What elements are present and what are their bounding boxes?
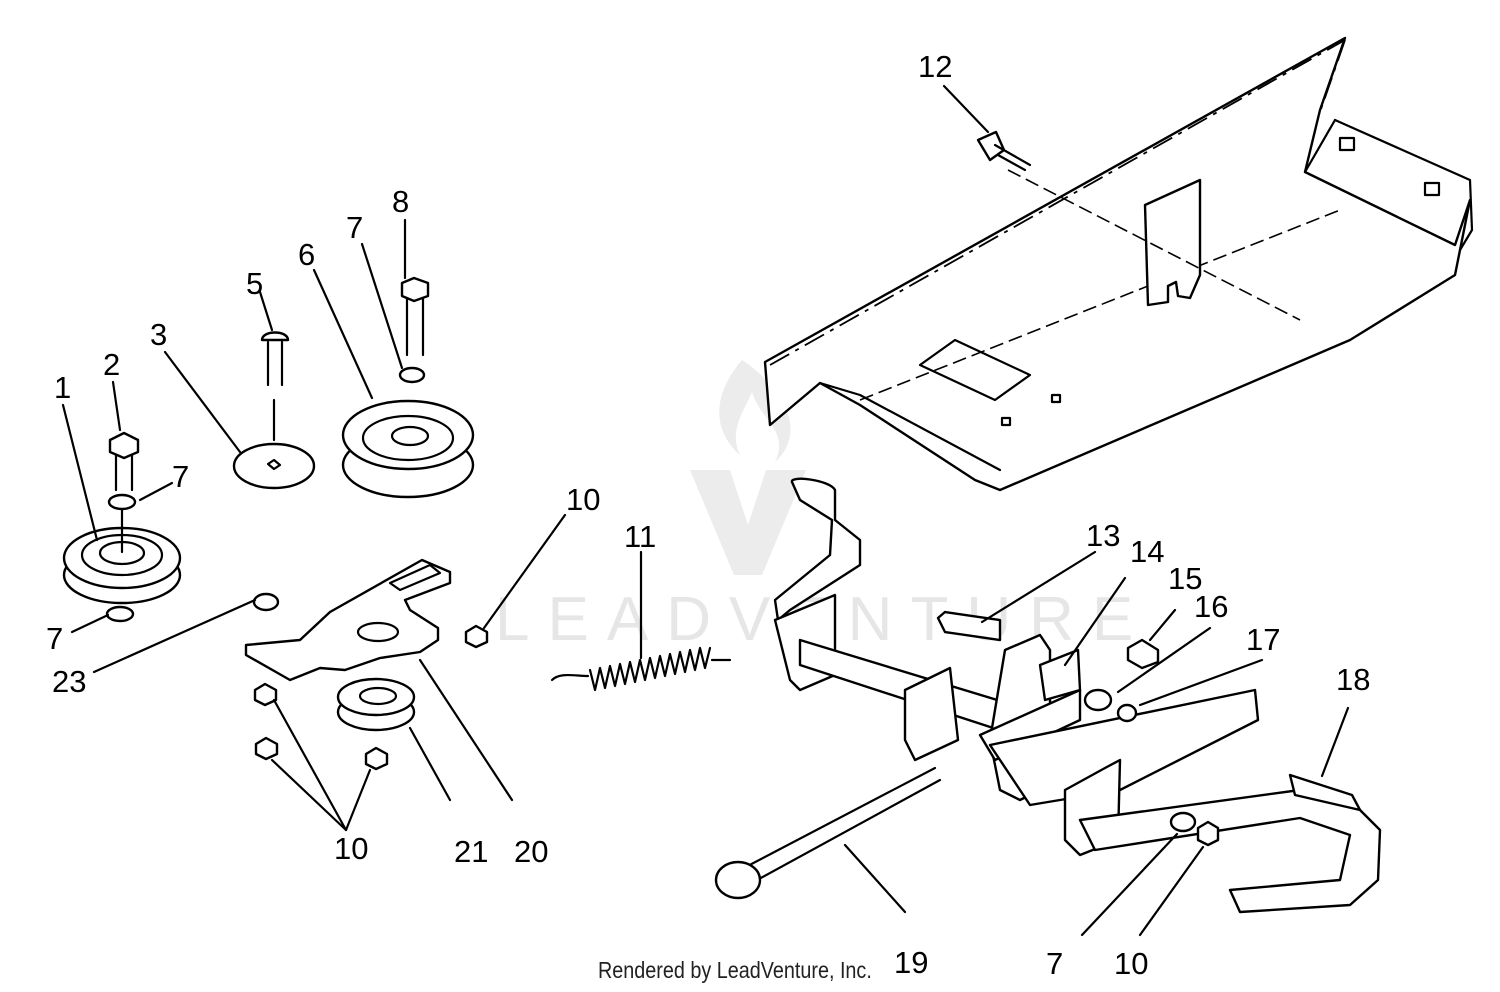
callout-6: 6 [298, 237, 315, 272]
watermark-v-logo-icon [690, 470, 806, 575]
callout-13: 13 [1086, 518, 1120, 553]
callout-7-shaft: 7 [1046, 946, 1063, 981]
callout-14: 14 [1130, 534, 1164, 569]
lift-shaft-assembly [773, 477, 1382, 914]
callout-23: 23 [52, 664, 86, 699]
part-10-nut-shaft [1196, 820, 1220, 847]
part-17-clip [1116, 703, 1138, 723]
part-10-nut-d [464, 624, 489, 649]
part-6-pulley [341, 399, 475, 499]
part-15-nut [1126, 638, 1160, 670]
part-7-washer-shaft [1169, 811, 1197, 833]
callout-12: 12 [918, 49, 952, 84]
part-11-spring [550, 646, 732, 692]
callout-11: 11 [624, 519, 656, 554]
deck-plate [763, 36, 1474, 492]
callout-10-spring: 10 [566, 482, 600, 517]
part-3-washer [232, 398, 316, 490]
part-7-washer-pulley [398, 366, 426, 384]
callout-7-upper-left: 7 [172, 459, 189, 494]
part-13-pin [936, 610, 1002, 642]
callout-7-top: 7 [346, 210, 363, 245]
callout-8: 8 [392, 184, 409, 219]
callout-16: 16 [1194, 589, 1228, 624]
callout-2: 2 [103, 347, 120, 382]
part-20-idler-bracket [244, 558, 452, 682]
callout-17: 17 [1246, 622, 1280, 657]
part-5-carriage-bolt [260, 331, 290, 387]
callout-3: 3 [150, 317, 167, 352]
part-7-washer-lower [105, 605, 135, 623]
render-credit-text: Rendered by LeadVenture, Inc. [598, 957, 872, 983]
part-23-spacer [252, 592, 280, 612]
callout-10-nuts: 10 [334, 831, 368, 866]
part-2-bolt [108, 431, 140, 492]
callout-10-shaft: 10 [1114, 946, 1148, 981]
watermark-flame-icon [719, 360, 791, 462]
leader-lines [61, 84, 1350, 937]
part-12-bolt [976, 130, 1032, 172]
callout-numbers: 1 2 3 5 6 7 8 7 7 23 10 11 10 21 20 12 1… [46, 49, 1370, 981]
callout-7-lower-left: 7 [46, 621, 63, 656]
callout-5: 5 [246, 266, 263, 301]
callout-20: 20 [514, 834, 548, 869]
callout-18: 18 [1336, 662, 1370, 697]
callout-1: 1 [54, 370, 71, 405]
part-10-nut-b [254, 736, 279, 761]
part-1-pulley [62, 503, 182, 605]
part-10-nut-a [253, 682, 278, 707]
part-21-pulley [336, 677, 416, 732]
part-7-washer-upper [107, 493, 137, 511]
part-8-bolt [400, 276, 430, 357]
callout-15: 15 [1168, 561, 1202, 596]
part-19-rod [714, 766, 942, 900]
callout-21: 21 [454, 834, 488, 869]
part-10-nut-c [364, 746, 389, 771]
callout-19: 19 [894, 945, 928, 980]
part-16-washer [1083, 688, 1113, 712]
